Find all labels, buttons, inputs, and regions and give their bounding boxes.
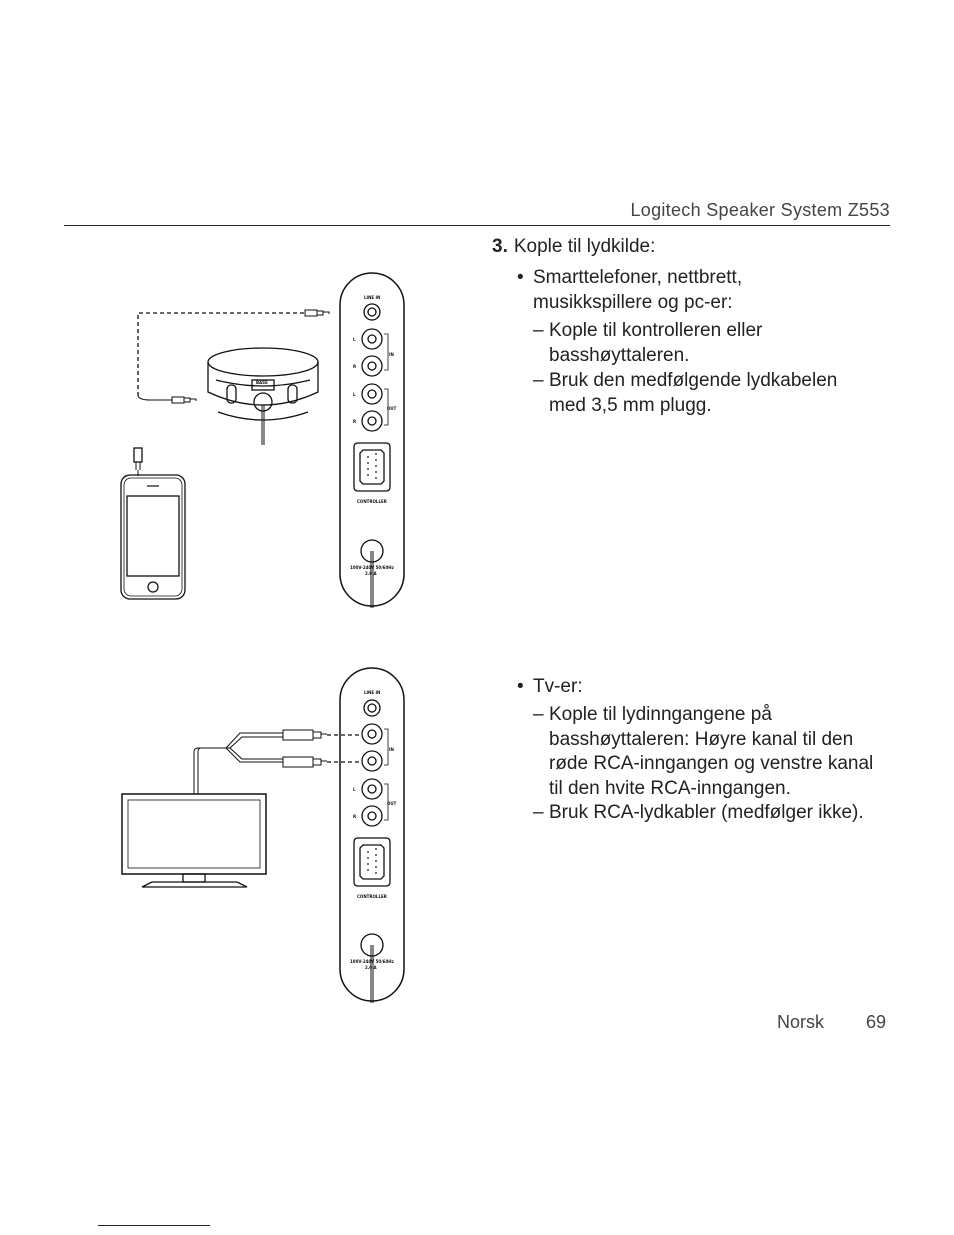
step-heading: 3.Kople til lydkilde: <box>492 235 655 260</box>
footer-page-number: 69 <box>866 1012 887 1032</box>
label-left: L <box>353 392 356 397</box>
dash-item-2: – Bruk den medfølgende lydkabelen med 3,… <box>533 369 873 418</box>
dash-mark: – <box>533 370 544 391</box>
label-power: 100V-240V 50/60Hz <box>350 959 395 964</box>
label-in: IN <box>389 352 394 357</box>
label-left: L <box>353 787 356 792</box>
dash-text: Kople til lydinngangene på basshøyttaler… <box>549 704 874 799</box>
dash-text: Bruk RCA-lydkabler (medfølger ikke). <box>549 802 864 823</box>
tv-illustration <box>121 793 267 888</box>
label-right: R <box>353 364 356 369</box>
label-out: OUT <box>387 801 397 806</box>
dash-text: Kople til kontrolleren eller basshøyttal… <box>549 320 763 366</box>
label-controller: CONTROLLER <box>357 894 387 899</box>
label-left: L <box>353 337 356 342</box>
footnote-rule <box>98 1225 210 1226</box>
label-out: OUT <box>387 406 397 411</box>
bullet-text: Tv-er: <box>533 676 583 697</box>
bullet-mark: • <box>517 676 524 697</box>
label-right: R <box>353 419 356 424</box>
label-controller: CONTROLLER <box>357 499 387 504</box>
label-in: IN <box>389 747 394 752</box>
controller-panel-top <box>339 272 405 608</box>
step-number: 3. <box>492 236 508 257</box>
label-right: R <box>353 814 356 819</box>
header-rule <box>64 225 890 226</box>
label-bass: BASS <box>256 380 268 385</box>
dash-mark: – <box>533 802 544 823</box>
dash-text: Bruk den medfølgende lydkabelen med 3,5 … <box>549 370 838 416</box>
dash-mark: – <box>533 704 544 725</box>
dash-item-4: – Bruk RCA-lydkabler (medfølger ikke). <box>533 801 903 826</box>
dash-mark: – <box>533 320 544 341</box>
label-power: 100V-240V 50/60Hz <box>350 565 395 570</box>
dash-item-3: – Kople til lydinngangene på basshøyttal… <box>533 703 883 801</box>
footer-language: Norsk <box>777 1012 825 1032</box>
bullet-tv: • Tv-er: <box>517 675 817 700</box>
label-line-in: LINE IN <box>364 690 380 695</box>
dash-item-1: – Kople til kontrolleren eller basshøytt… <box>533 319 863 368</box>
document-header-title: Logitech Speaker System Z553 <box>630 200 890 220</box>
smartphone-illustration <box>120 447 186 600</box>
controller-panel-bottom <box>339 667 405 1003</box>
step-title: Kople til lydkilde: <box>513 236 656 257</box>
label-power-amps: 2.0 A <box>365 965 377 970</box>
label-line-in: LINE IN <box>364 295 380 300</box>
bullet-mark: • <box>517 267 524 288</box>
label-power-amps: 2.0 A <box>365 571 377 576</box>
bullet-text: Smarttelefoner, nettbrett, musikkspiller… <box>533 267 743 313</box>
subwoofer-illustration <box>207 347 319 445</box>
bullet-smartphones: • Smarttelefoner, nettbrett, musikkspill… <box>517 266 817 315</box>
